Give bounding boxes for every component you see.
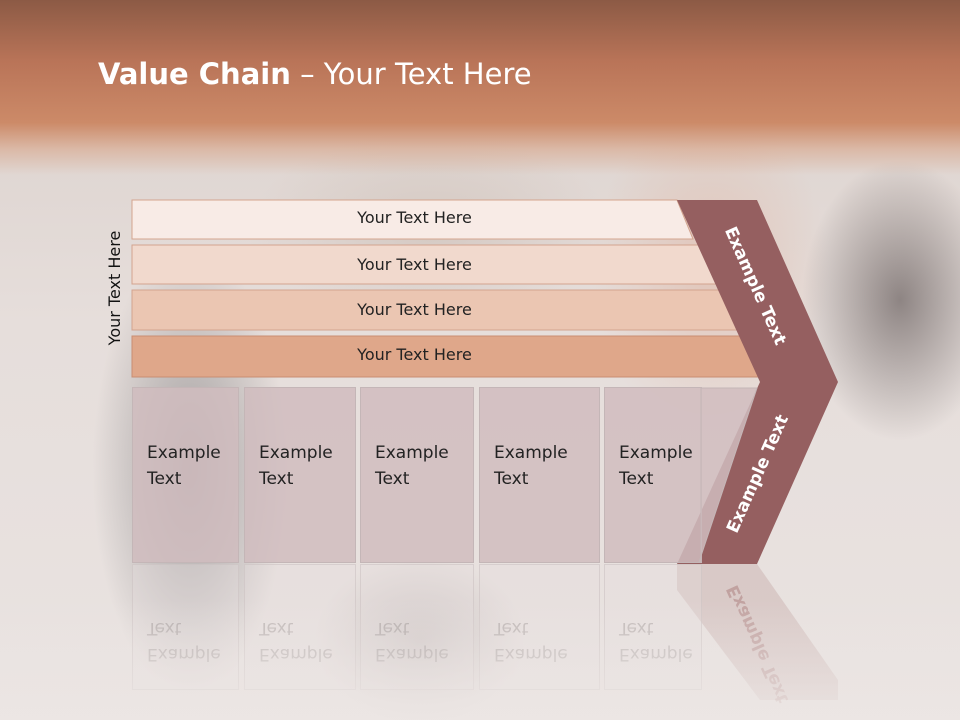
- title-rest: – Your Text Here: [290, 57, 532, 91]
- cell-2-line2: Text: [259, 469, 294, 489]
- bottom-fade: [0, 600, 960, 720]
- cell-3-line2: Text: [375, 469, 410, 489]
- cell-5-line2: Text: [619, 469, 654, 489]
- title-bold: Value Chain: [98, 57, 291, 91]
- cell-2-line1: Example: [259, 443, 333, 463]
- bar-4-label: Your Text Here: [357, 345, 472, 364]
- bar-1-label: Your Text Here: [357, 208, 472, 227]
- bar-1-shape[interactable]: [131, 199, 694, 240]
- cell-1-line2: Text: [147, 469, 182, 489]
- cell-4-line1: Example: [494, 443, 568, 463]
- bar-3-label: Your Text Here: [357, 300, 472, 319]
- slide-title[interactable]: Value Chain – Your Text Here: [98, 52, 532, 96]
- cell-3-line1: Example: [375, 443, 449, 463]
- cell-4-line2: Text: [494, 469, 529, 489]
- cell-5-line1: Example: [619, 443, 693, 463]
- header-band: [0, 0, 960, 175]
- bar-2-label: Your Text Here: [357, 255, 472, 274]
- cell-1-line1: Example: [147, 443, 221, 463]
